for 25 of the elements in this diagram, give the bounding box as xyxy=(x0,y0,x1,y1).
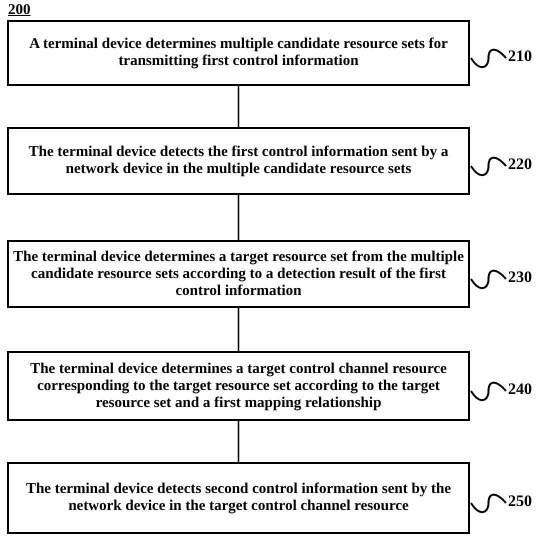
reference-number: 250 xyxy=(508,493,538,511)
process-box xyxy=(7,351,470,421)
step-text: The terminal device determines a target resource set from the multiple candidate resource sets according to a detection result of the first control information xyxy=(13,248,464,300)
reference-number: 240 xyxy=(508,381,538,399)
figure-number: 200 xyxy=(8,2,30,19)
step-text: A terminal device determines multiple candidate resource sets for transmitting first control information xyxy=(28,36,449,70)
process-box xyxy=(7,240,470,308)
process-box xyxy=(7,20,470,86)
process-box xyxy=(7,462,470,534)
connector-line xyxy=(238,195,240,240)
step-text: The terminal device detects second control information sent by the network device in the target control channel resource xyxy=(24,481,452,515)
step-text: The terminal device determines a target control channel resource corresponding to the target resource set according to the target resource set and a first mapping relationship xyxy=(29,360,448,412)
step-text: The terminal device detects the first control information sent by a network device in the multiple candidate resource sets xyxy=(28,144,450,178)
leader-line xyxy=(470,48,507,68)
reference-number: 210 xyxy=(508,48,538,66)
connector-line xyxy=(238,86,240,127)
reference-number: 220 xyxy=(508,156,538,174)
connector-line xyxy=(238,308,240,351)
reference-number: 230 xyxy=(508,269,538,287)
process-box xyxy=(7,127,470,195)
leader-line xyxy=(470,382,507,401)
connector-line xyxy=(238,421,240,462)
leader-line xyxy=(470,494,507,513)
leader-line xyxy=(470,156,507,176)
leader-line xyxy=(470,270,507,289)
